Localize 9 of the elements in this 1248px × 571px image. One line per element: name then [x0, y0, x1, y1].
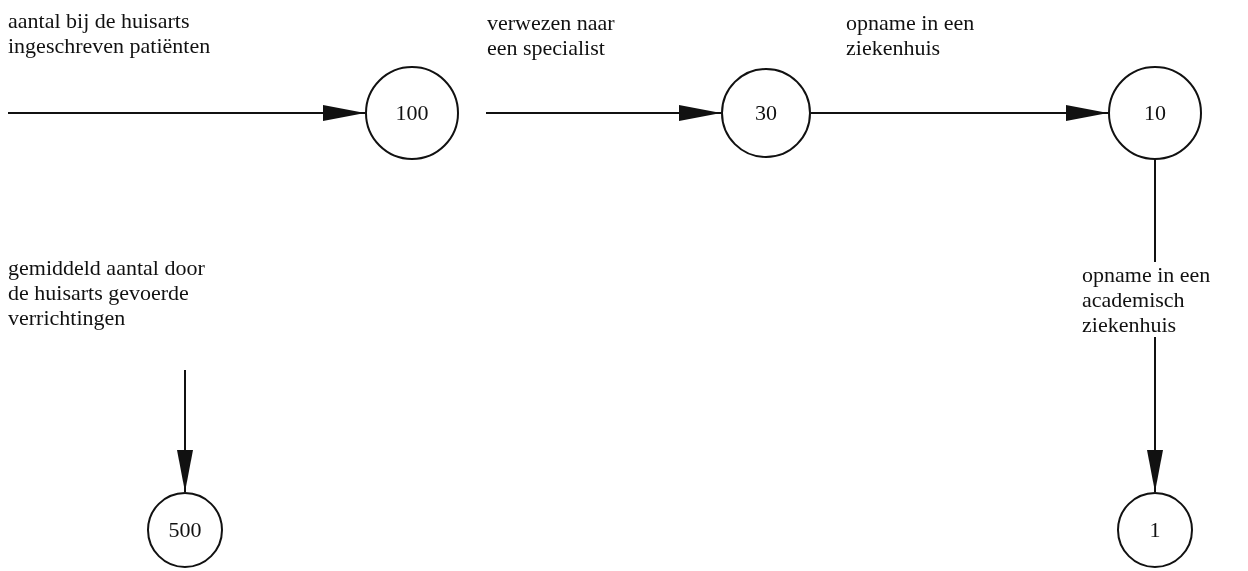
count-circle: 30 [721, 68, 811, 158]
arrow [810, 105, 1109, 121]
arrow [7, 105, 366, 121]
count-circle: 1 [1117, 492, 1193, 568]
arrow [177, 369, 193, 493]
count-circle: 10 [1108, 66, 1202, 160]
count-circle: 500 [147, 492, 223, 568]
count-circle: 100 [365, 66, 459, 160]
arrow [485, 105, 722, 121]
